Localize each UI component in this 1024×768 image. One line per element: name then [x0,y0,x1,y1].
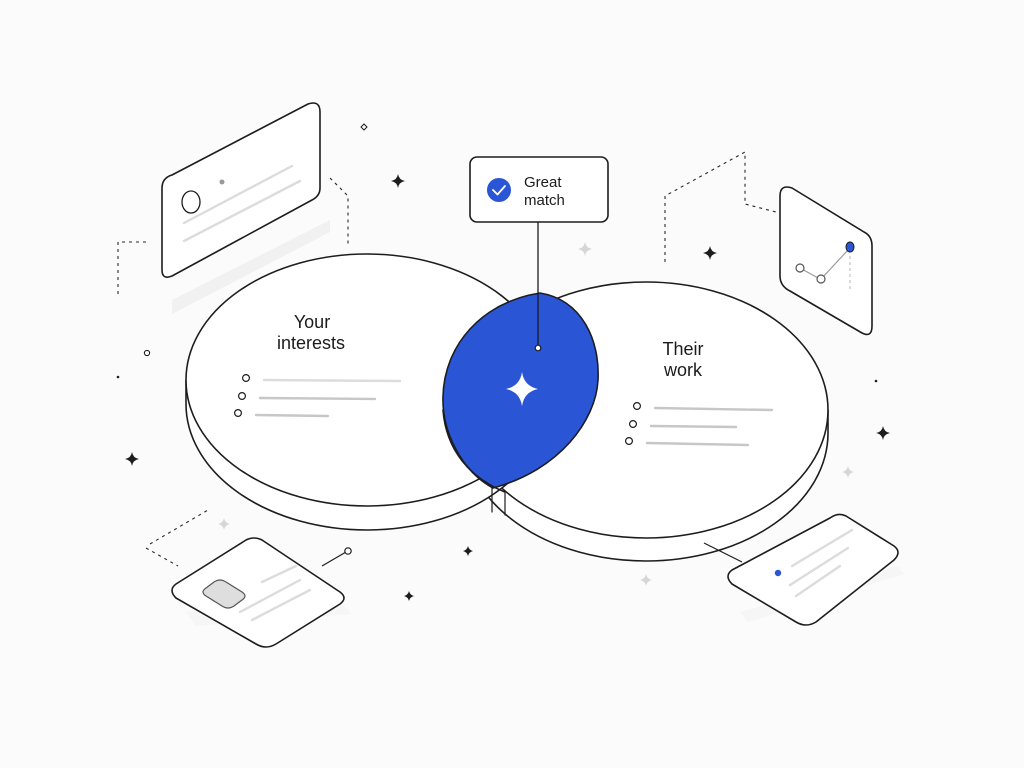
text-card-connector [703,542,743,563]
badge-connector [534,222,542,352]
image-card-connector [321,551,347,567]
avatar-icon [181,190,201,214]
badge-text-line1: Great [524,174,562,191]
sparkle-icon [506,372,538,406]
great-match-badge: Great match [469,156,609,223]
profile-card-guides [117,177,349,298]
decorative-dots [116,349,878,383]
image-card [171,537,345,648]
left-set-label-line1: Your [294,312,330,332]
decorative-sparkles [125,123,890,601]
image-thumbnail-icon [202,579,246,609]
decorative-faint-sparkles [218,242,854,586]
checkmark-circle-icon [487,178,511,202]
text-card [727,513,899,626]
profile-card [161,102,321,278]
left-set-list [234,374,402,418]
right-set-list [624,402,774,447]
badge-text-line2: match [524,192,565,209]
chart-card-guides [664,151,777,262]
left-set-label-line2: interests [277,333,345,353]
chart-card [779,186,873,336]
image-card-guides [145,509,209,567]
right-set-label-line2: work [663,360,703,380]
line-chart-icon [795,241,855,290]
left-set-content: Your interests [234,312,402,418]
right-set-content: Their work [624,339,774,447]
right-set-label-line1: Their [662,339,703,359]
